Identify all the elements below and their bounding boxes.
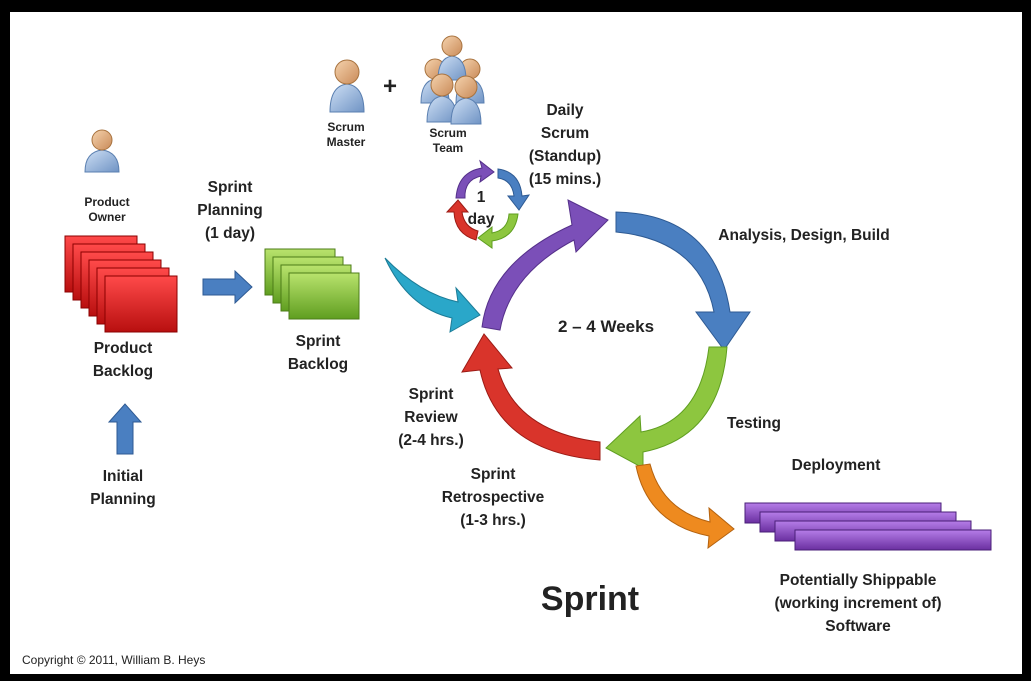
daily-scrum-label: Daily Scrum (Standup) (15 mins.) (528, 102, 602, 188)
plus-sign: + (382, 73, 397, 100)
sprint-planning-arrow (202, 269, 253, 305)
sprint-entry-arrow (384, 257, 481, 333)
scrum-master-label: Scrum Master (326, 120, 366, 149)
product-backlog-label: Product Backlog (92, 340, 154, 380)
sprint-cycle (461, 199, 751, 469)
analysis-design-build-label: Analysis, Design, Build (718, 227, 890, 244)
product-owner-label: Product Owner (84, 195, 130, 224)
cycle-arrow-red (461, 333, 601, 461)
shippable-label: Potentially Shippable (working increment… (774, 572, 942, 635)
initial-planning-label: Initial Planning (90, 468, 156, 508)
product-owner-icon (84, 129, 120, 173)
sprint-backlog-label: Sprint Backlog (287, 333, 349, 373)
initial-planning-arrow (107, 403, 143, 455)
scrum-diagram: Product Owner Scrum Master + Scrum Team … (10, 12, 1022, 674)
scrum-team-icon (420, 35, 485, 125)
sprint-backlog-stack (264, 248, 360, 320)
cycle-arrow-purple (481, 199, 609, 331)
copyright-text: Copyright © 2011, William B. Heys (22, 653, 206, 667)
cycle-duration-label: 2 – 4 Weeks (557, 317, 655, 336)
sprint-retrospective-label: Sprint Retrospective (1-3 hrs.) (441, 466, 545, 529)
daily-cycle (445, 159, 531, 249)
deployment-label: Deployment (791, 457, 881, 474)
scrum-team-label: Scrum Team (429, 126, 467, 155)
cycle-arrow-green (605, 346, 728, 469)
scrum-master-icon (329, 59, 365, 113)
shippable-stack (744, 502, 992, 551)
sprint-planning-label: Sprint Planning (1 day) (197, 179, 263, 242)
deployment-arrow (635, 463, 735, 550)
diagram-graphics (64, 35, 992, 551)
testing-label: Testing (727, 415, 781, 432)
one-day-label: 1 day (467, 189, 495, 228)
sprint-title: Sprint (540, 580, 640, 618)
product-backlog-stack (64, 235, 178, 333)
sprint-review-label: Sprint Review (2-4 hrs.) (398, 386, 464, 449)
